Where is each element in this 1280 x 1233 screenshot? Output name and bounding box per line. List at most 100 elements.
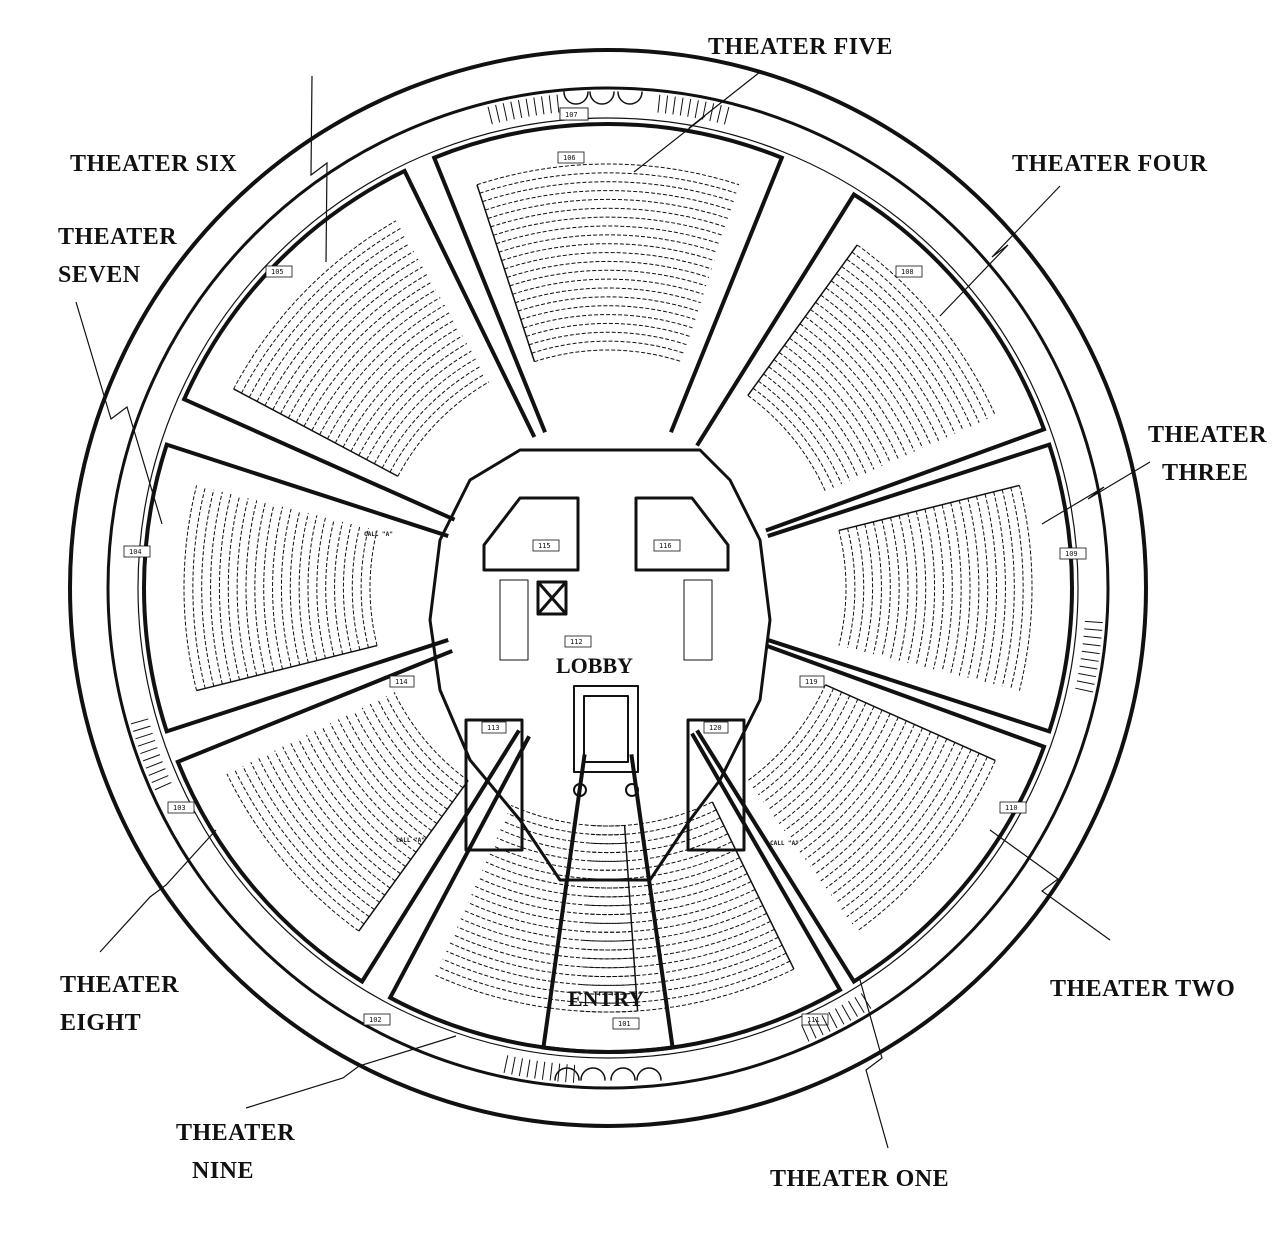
svg-text:114: 114 bbox=[395, 678, 408, 686]
seat-row bbox=[586, 865, 744, 898]
seat-row bbox=[804, 316, 915, 452]
seat-row bbox=[319, 304, 445, 435]
seat-row bbox=[250, 762, 375, 910]
service-room-tag-left-upper: 115 bbox=[532, 539, 560, 552]
exit-stair bbox=[801, 993, 872, 1042]
seat-row bbox=[236, 498, 249, 678]
seat-row bbox=[804, 724, 915, 860]
seat-row bbox=[489, 853, 629, 880]
seat-row bbox=[810, 727, 923, 867]
seat-row bbox=[329, 723, 427, 839]
seat-row bbox=[924, 508, 935, 668]
seat-row bbox=[810, 309, 923, 449]
seat-row bbox=[864, 523, 874, 653]
seat-row bbox=[510, 804, 625, 827]
seat-row bbox=[314, 730, 417, 853]
seat-row bbox=[799, 323, 907, 456]
seat-row bbox=[763, 695, 851, 803]
seat-row bbox=[789, 337, 891, 463]
seat-row bbox=[289, 511, 301, 665]
seat-row bbox=[478, 877, 631, 907]
seat-row bbox=[316, 517, 326, 659]
room-tag: 102 bbox=[363, 1013, 391, 1026]
seat-row bbox=[358, 343, 468, 456]
seat-row bbox=[464, 910, 633, 942]
room-number: 102 bbox=[369, 1016, 382, 1024]
seat-row bbox=[482, 869, 630, 898]
theater-wall bbox=[695, 191, 1047, 533]
seat-row bbox=[280, 266, 423, 415]
seat-row bbox=[446, 950, 636, 986]
seat-row bbox=[758, 380, 843, 485]
seat-row bbox=[435, 974, 638, 1013]
room-number: 105 bbox=[271, 268, 284, 276]
seat-row bbox=[825, 738, 948, 889]
seat-row bbox=[479, 172, 737, 194]
seat-row bbox=[794, 330, 899, 459]
seat-row bbox=[298, 513, 309, 663]
seat-row bbox=[752, 387, 834, 488]
seat-row bbox=[585, 881, 752, 916]
seat-row bbox=[307, 515, 318, 661]
seat-row bbox=[503, 821, 626, 845]
service-room-tag-right-restroom: 119 bbox=[799, 675, 825, 688]
room-tag: 106 bbox=[557, 151, 585, 164]
seat-row bbox=[506, 260, 710, 278]
seat-row bbox=[501, 243, 715, 262]
seat-row bbox=[1001, 489, 1015, 687]
seat-row bbox=[493, 216, 723, 236]
exit-stair bbox=[130, 718, 172, 791]
lobby-room-tag: 112 bbox=[564, 635, 592, 648]
theater-label-six: THEATER SIX bbox=[70, 151, 238, 177]
seat-row bbox=[350, 335, 463, 452]
seat-row bbox=[588, 841, 732, 871]
theater-eight: 103 bbox=[167, 649, 521, 985]
seat-row bbox=[585, 873, 748, 907]
seat-row bbox=[993, 491, 1006, 685]
seat-row bbox=[496, 837, 628, 862]
seat-row bbox=[360, 528, 369, 648]
seat-row bbox=[528, 331, 688, 346]
seat-row bbox=[321, 727, 422, 846]
aisle bbox=[838, 484, 1020, 532]
seat-row bbox=[274, 750, 391, 889]
room-tag: 108 bbox=[895, 265, 923, 278]
seat-row bbox=[517, 296, 699, 312]
theater-label-four: THEATER FOUR bbox=[1012, 151, 1208, 177]
seat-row bbox=[248, 235, 406, 398]
theater-label-five: THEATER FIVE bbox=[708, 34, 893, 60]
seat-row bbox=[345, 715, 438, 824]
theater-wall bbox=[142, 442, 449, 734]
exit-stair bbox=[1075, 620, 1103, 693]
seat-row bbox=[582, 920, 771, 960]
seat-row bbox=[830, 280, 956, 434]
seat-row bbox=[512, 278, 704, 295]
seat-row bbox=[272, 506, 284, 670]
theater-four: 108 bbox=[695, 191, 1047, 533]
seat-row bbox=[872, 521, 882, 655]
seat-row bbox=[507, 813, 626, 836]
seat-row bbox=[234, 769, 365, 925]
seat-row bbox=[773, 702, 867, 817]
leader-line-eight bbox=[99, 829, 217, 953]
restroom-block-left bbox=[464, 718, 524, 852]
seat-row bbox=[841, 266, 972, 427]
seat-row bbox=[784, 344, 883, 467]
seat-row bbox=[266, 754, 386, 896]
seat-row bbox=[327, 312, 450, 440]
seat-row bbox=[287, 274, 428, 419]
seat-row bbox=[789, 713, 891, 839]
seat-row bbox=[311, 297, 441, 431]
seat-row bbox=[799, 720, 907, 853]
theater-label-one: THEATER ONE bbox=[770, 1166, 950, 1192]
room-number: 108 bbox=[901, 268, 914, 276]
seat-row bbox=[768, 699, 859, 810]
entry-label: ENTRY bbox=[568, 986, 644, 1011]
room-tag: 105 bbox=[265, 265, 293, 278]
theater-wall bbox=[387, 735, 675, 1054]
seat-row bbox=[582, 912, 767, 951]
room-number: 109 bbox=[1065, 550, 1078, 558]
seat-row bbox=[851, 251, 988, 420]
